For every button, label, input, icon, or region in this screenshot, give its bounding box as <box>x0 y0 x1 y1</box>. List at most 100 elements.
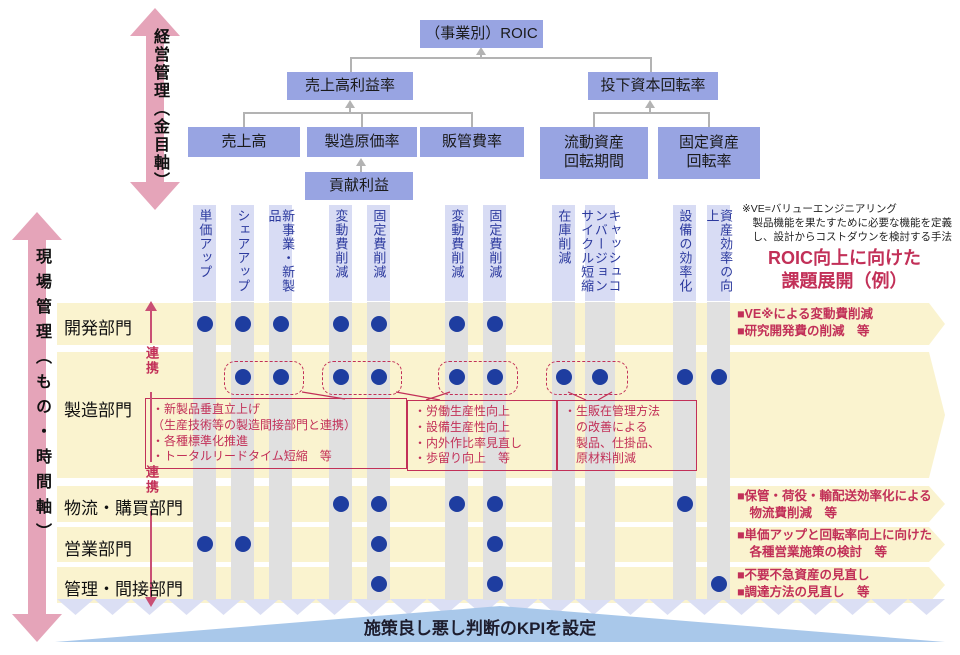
column-band <box>707 302 730 600</box>
tree-box-sales: 売上高 <box>188 127 300 157</box>
tree-box-current-assets: 流動資産 回転期間 <box>540 127 648 179</box>
tree-box-cogs-ratio: 製造原価率 <box>307 127 417 157</box>
row-label-logistics: 物流・購買部門 <box>64 499 183 518</box>
kpi-column-label: 変動費削減 <box>333 209 349 279</box>
tree-arrow-up-icon <box>345 100 355 108</box>
kpi-dot <box>449 369 465 385</box>
tree-box-contribution: 貢献利益 <box>305 172 413 200</box>
tree-connector <box>480 54 482 58</box>
note-logistics: ■保管・荷役・輸配送効率化による 物流費削減 等 <box>737 489 932 520</box>
tree-connector <box>471 112 473 127</box>
kpi-column-variable-cost-1: 変動費削減 <box>329 205 352 301</box>
kpi-dot <box>677 369 693 385</box>
roic-issues-title: ROIC向上に向けた 課題展開（例） <box>768 248 921 292</box>
zigzag-chevron-icon <box>871 599 908 615</box>
kpi-dot <box>235 369 251 385</box>
tree-box-fixed-assets: 固定資産 回転率 <box>658 127 760 179</box>
zigzag-chevron-icon <box>649 599 686 615</box>
kpi-dot <box>487 576 503 592</box>
zigzag-chevron-icon <box>353 599 390 615</box>
zigzag-chevron-icon <box>834 599 871 615</box>
kpi-column-fixed-cost-1: 固定費削減 <box>367 205 390 301</box>
kpi-dot <box>487 496 503 512</box>
note-admin: ■不要不急資産の見直し ■調達方法の見直し 等 <box>737 568 870 599</box>
zigzag-chevron-icon <box>908 599 945 615</box>
callout-inventory: ・生販在管理方法 の改善による 製品、仕掛品、 原材料削減 <box>557 400 697 472</box>
tree-connector <box>708 112 710 127</box>
kpi-column-label: 資産効率の向上 <box>704 209 734 293</box>
kpi-dot <box>677 496 693 512</box>
tree-box-profit-ratio: 売上高利益率 <box>287 72 413 100</box>
kpi-dot <box>449 496 465 512</box>
tree-box-roic: （事業別）ROIC <box>420 20 543 48</box>
kpi-dot <box>711 369 727 385</box>
zigzag-chevron-icon <box>797 599 834 615</box>
tree-box-capital-turnover: 投下資本回転率 <box>588 72 718 100</box>
kpi-banner-label: 施策良し悪し判断のKPIを設定 <box>363 619 597 638</box>
field-axis-arrow <box>28 238 46 616</box>
collab-label-2: 連携 <box>144 465 159 495</box>
kpi-column-label: 変動費削減 <box>449 209 465 279</box>
kpi-dot <box>235 536 251 552</box>
row-label-admin: 管理・間接部門 <box>64 580 183 599</box>
tree-connector <box>593 112 709 114</box>
note-development: ■VE※による変動費削減 ■研究開発費の削減 等 <box>737 307 874 338</box>
note-sales: ■単価アップと回転率向上に向けた 各種営業施策の検討 等 <box>737 528 933 559</box>
field-axis-arrowhead-up-icon <box>12 212 62 240</box>
management-axis-label: 経営管理（金目軸） <box>151 28 168 190</box>
kpi-column-share-up: シェアアップ <box>231 205 254 301</box>
kpi-dot <box>197 536 213 552</box>
kpi-dot <box>197 316 213 332</box>
kpi-column-label: 単価アップ <box>197 209 213 279</box>
kpi-column-label: シェアアップ <box>235 209 251 293</box>
tree-connector <box>360 165 362 172</box>
kpi-dot <box>333 369 349 385</box>
management-axis-arrowhead-up-icon <box>130 8 180 36</box>
kpi-column-fixed-cost-2: 固定費削減 <box>483 205 506 301</box>
zigzag-chevron-icon <box>612 599 649 615</box>
callout-manufacturing-general: ・新製品垂直立上げ （生産技術等の製造間接部門と連携） ・各種標準化推進 ・トー… <box>145 398 407 470</box>
tree-connector <box>243 112 245 127</box>
zigzag-chevron-icon <box>316 599 353 615</box>
collab-arrow-line <box>150 392 152 462</box>
kpi-dot <box>371 369 387 385</box>
tree-connector <box>593 112 595 127</box>
collab-arrow-line <box>150 311 152 343</box>
kpi-dot <box>487 369 503 385</box>
kpi-dot <box>592 369 608 385</box>
row-label-sales: 営業部門 <box>64 540 132 559</box>
field-axis-arrowhead-down-icon <box>12 614 62 642</box>
kpi-dot <box>273 369 289 385</box>
zigzag-chevron-icon <box>205 599 242 615</box>
management-axis-arrowhead-down-icon <box>130 182 180 210</box>
kpi-dot <box>487 316 503 332</box>
column-band <box>585 302 615 600</box>
zigzag-chevron-icon <box>723 599 760 615</box>
manufacturing-kpi-group-1 <box>224 361 304 395</box>
kpi-dot <box>371 496 387 512</box>
tree-connector <box>650 57 652 73</box>
kpi-dot <box>273 316 289 332</box>
zigzag-chevron-icon <box>168 599 205 615</box>
tree-arrow-up-icon <box>645 100 655 108</box>
kpi-dot <box>371 536 387 552</box>
kpi-column-inventory: 在庫削減 <box>552 205 575 301</box>
kpi-dot <box>556 369 572 385</box>
tree-connector <box>350 57 651 59</box>
field-axis-label: 現場管理（もの・時間軸） <box>33 248 50 548</box>
ve-footnote: ※VE=バリューエンジニアリング 製品機能を果たすために必要な機能を定義 し、設… <box>742 203 952 243</box>
kpi-dot <box>235 316 251 332</box>
tree-connector <box>361 112 363 127</box>
kpi-column-cash-conversion: キャッシュコンバージョン サイクル短縮 <box>579 205 621 301</box>
kpi-column-label: 新事業・新製品 <box>266 209 296 293</box>
collab-arrow-line <box>150 511 152 597</box>
tree-connector <box>350 57 352 73</box>
manufacturing-kpi-group-4 <box>546 361 628 395</box>
kpi-dot <box>449 316 465 332</box>
zigzag-chevron-icon <box>242 599 279 615</box>
kpi-dot <box>487 536 503 552</box>
manufacturing-kpi-group-2 <box>322 361 402 395</box>
collab-arrowhead-down-icon <box>145 597 157 607</box>
management-axis-arrow <box>146 34 164 184</box>
kpi-column-unit-price: 単価アップ <box>193 205 216 301</box>
